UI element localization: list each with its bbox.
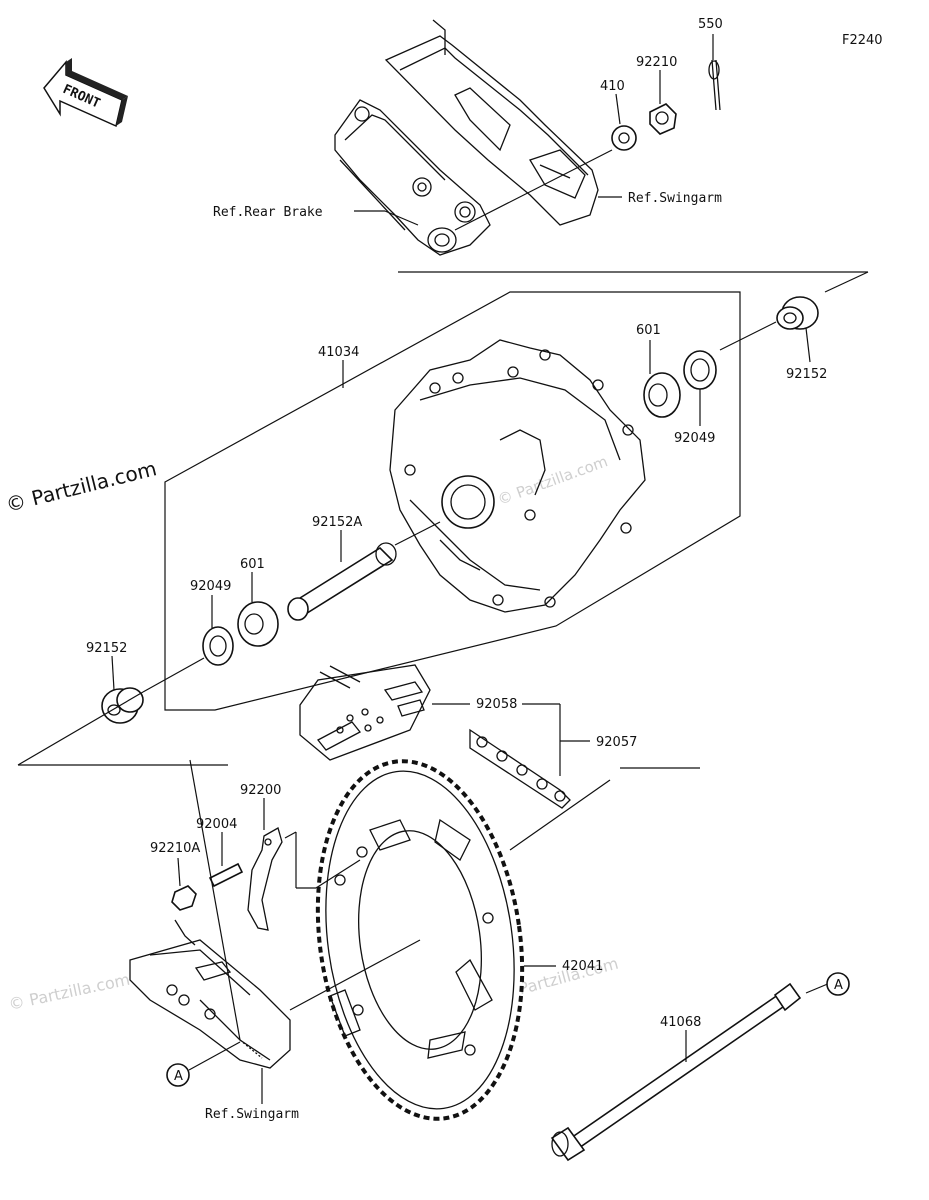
collar-92152-right bbox=[776, 296, 819, 330]
stud-bolt-92004 bbox=[208, 862, 244, 888]
nut-92210A bbox=[171, 885, 197, 911]
spacer-92152A bbox=[287, 542, 397, 621]
washer-410 bbox=[611, 125, 637, 151]
part-label-92200: 92200 bbox=[240, 783, 281, 798]
part-label-550: 550 bbox=[698, 17, 723, 32]
part-label-92210A: 92210A bbox=[150, 841, 200, 856]
ref-rear-brake: Ref.Rear Brake bbox=[213, 205, 323, 220]
part-label-92210: 92210 bbox=[636, 55, 677, 70]
part-label-41068: 41068 bbox=[660, 1015, 701, 1030]
callout-a-left-label: A bbox=[174, 1069, 183, 1084]
bearing-601-right bbox=[643, 372, 681, 418]
castle-nut-92210 bbox=[649, 103, 677, 135]
hub-41034 bbox=[389, 339, 646, 613]
axle-41068 bbox=[550, 982, 802, 1162]
rear-brake-drawing bbox=[334, 99, 491, 256]
part-label-601-right: 601 bbox=[636, 323, 661, 338]
part-label-92049-right: 92049 bbox=[674, 431, 715, 446]
part-label-92057: 92057 bbox=[596, 735, 637, 750]
part-label-92058: 92058 bbox=[476, 697, 517, 712]
watermark-hub: © Partzilla.com bbox=[495, 452, 610, 509]
part-label-92004: 92004 bbox=[196, 817, 237, 832]
bearing-601-left bbox=[237, 601, 279, 647]
part-label-42041: 42041 bbox=[562, 959, 603, 974]
callout-a-right-label: A bbox=[834, 978, 843, 993]
watermark-left: © Partzilla.com bbox=[7, 970, 132, 1014]
part-label-92152A: 92152A bbox=[312, 515, 362, 530]
part-label-92049-left: 92049 bbox=[190, 579, 231, 594]
collar-92152-left bbox=[101, 687, 144, 724]
front-arrow-icon: FRONT bbox=[43, 58, 128, 128]
oil-seal-92049-left bbox=[202, 626, 234, 666]
copyright-text: © Partzilla.com bbox=[3, 456, 159, 517]
hub-assembly-frame bbox=[164, 291, 741, 711]
part-label-92152-right: 92152 bbox=[786, 367, 827, 382]
swingarm-bottom-drawing bbox=[129, 919, 291, 1069]
swingarm-top-drawing bbox=[384, 19, 599, 226]
callout-a-right bbox=[826, 972, 850, 996]
figure-code: F2240 bbox=[842, 33, 883, 48]
part-label-41034: 41034 bbox=[318, 345, 359, 360]
part-label-601-left: 601 bbox=[240, 557, 265, 572]
cotter-pin-550 bbox=[708, 59, 721, 111]
joint-link-92058 bbox=[317, 681, 425, 751]
callout-a-left bbox=[166, 1063, 190, 1087]
chain-92057 bbox=[299, 664, 700, 809]
ref-swingarm-bottom: Ref.Swingarm bbox=[205, 1107, 299, 1122]
part-label-410: 410 bbox=[600, 79, 625, 94]
ref-swingarm-top: Ref.Swingarm bbox=[628, 191, 722, 206]
chain-guide-92200 bbox=[247, 827, 283, 931]
oil-seal-92049-right bbox=[683, 350, 717, 390]
part-label-92152-left: 92152 bbox=[86, 641, 127, 656]
